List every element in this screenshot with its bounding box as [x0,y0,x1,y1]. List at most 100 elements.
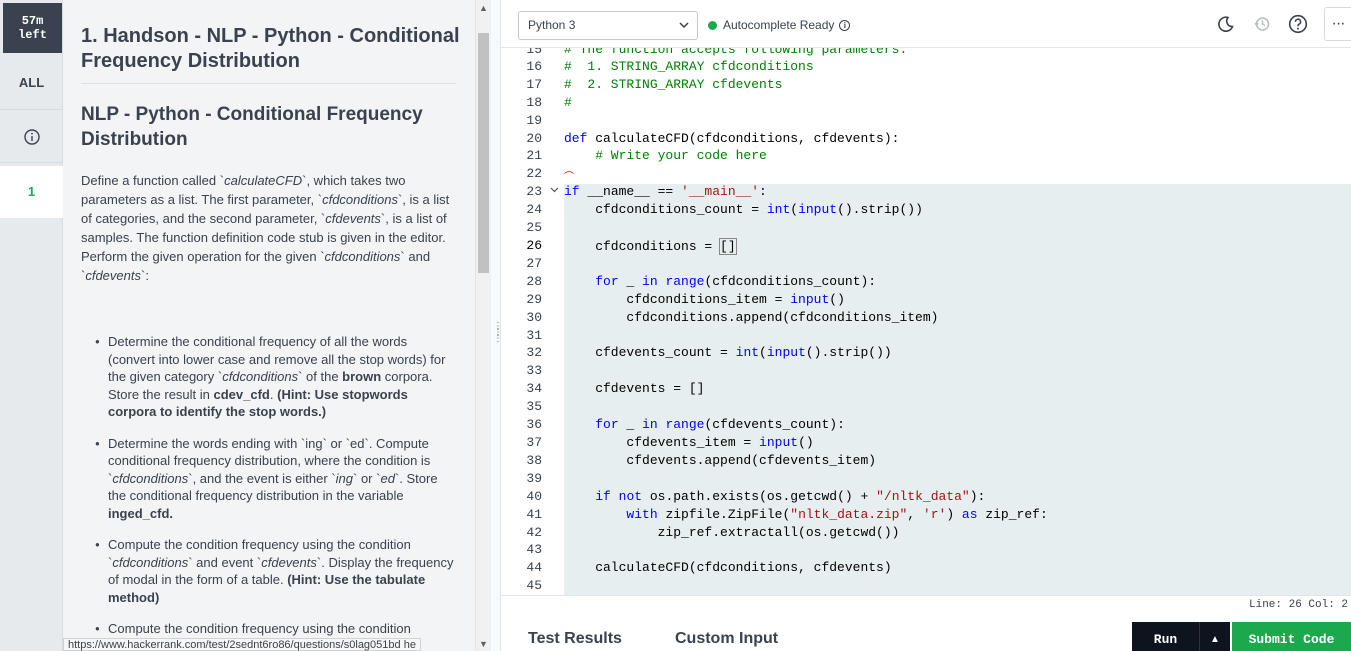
code-text: : [759,184,767,199]
code-string: '__main__' [681,184,760,199]
line-number: 22 [526,166,542,181]
line-number-gutter: 15 16 17 18 19 20 21 22 23 24 25 26 27 2… [501,48,564,595]
line-number: 34 [526,381,542,396]
code-text: cfdevents = [] [564,381,705,396]
code-text: ().strip()) [837,202,923,217]
code-line: def calculateCFD(cfdconditions, cfdevent… [564,131,899,146]
task-text: `. Store the conditional frequency distr… [108,470,438,504]
task-hint: (Hint: Use the tabulate method) [108,572,426,605]
code-editor[interactable]: 15 16 17 18 19 20 21 22 23 24 25 26 27 2… [501,48,1351,596]
code-text: calculateCFD(cfdconditions, cfdevents) [564,560,892,575]
fold-chevron-icon[interactable] [550,185,559,196]
code-line: calculateCFD(cfdconditions, cfdevents) [564,560,892,575]
code-text: cfdconditions_item = [564,292,791,307]
grip-icon[interactable]: ⋮⋮⋮⋮⋮⋮ [493,322,512,344]
editor-pane: Python 3 Autocomplete Ready i ··· 15 16 … [501,0,1351,651]
submit-code-button[interactable]: Submit Code [1232,622,1351,651]
more-options-icon[interactable]: ··· [1324,7,1351,41]
line-number: 20 [526,131,542,146]
task-text: Determine the words ending with `ing` or… [108,435,431,486]
desc-param: cfdevents [85,268,141,283]
code-builtin: input [790,292,830,307]
code-line: with zipfile.ZipFile("nltk_data.zip", 'r… [564,507,1047,522]
code-line: # [564,95,572,110]
desc-text: `, is a list of samples. The function de… [81,211,447,264]
code-line: for _ in range(cfdevents_count): [564,417,845,432]
code-keyword: for [595,417,619,432]
question-1-button[interactable]: 1 [0,166,63,218]
scroll-up-icon[interactable]: ▲ [479,3,488,13]
code-string: "/nltk_data" [876,489,970,504]
code-text: , [907,507,923,522]
code-keyword: def [564,131,588,146]
code-text: cfdconditions.append(cfdconditions_item) [564,310,939,325]
code-builtin: range [665,274,705,289]
tab-test-results[interactable]: Test Results [528,630,622,647]
autocomplete-status[interactable]: Autocomplete Ready i [708,17,851,33]
code-text: cfdevents_item = [564,435,760,450]
code-keyword: for [595,274,619,289]
timer-unit: left [18,28,47,42]
desc-text: ` and ` [81,249,431,283]
code-line: cfdconditions = [] [564,238,737,255]
code-keyword: in [642,417,658,432]
desc-text: `, is a list of categories, and the seco… [81,192,450,226]
task-text: `. Display the frequency of modal in the… [108,554,454,588]
code-comment: # [564,95,572,110]
cursor-position: Line: 26 Col: 2 [1249,599,1349,611]
task-param: ed [380,470,395,486]
line-number: 16 [526,59,542,74]
code-line: # 2. STRING_ARRAY cfdevents [564,77,782,92]
task-param: cfdconditions [112,470,189,486]
all-questions-button[interactable]: ALL [0,55,63,110]
autocomplete-label: Autocomplete Ready [723,18,835,32]
history-icon[interactable] [1252,14,1272,34]
line-number: 39 [526,471,542,486]
code-string: "nltk_data.zip" [790,507,908,522]
code-keyword: with [626,507,658,522]
moon-icon[interactable] [1216,14,1236,34]
code-text: cfdevents_count = [564,345,736,360]
desc-param: cfdconditions [322,192,398,207]
code-text: cfdevents.append(cfdevents_item) [564,453,877,468]
question-description: Define a function called `calculateCFD`,… [81,171,451,285]
line-number: 23 [526,184,542,199]
task-bold: brown [342,369,382,384]
info-icon[interactable]: i [839,19,851,31]
desc-param: cfdevents [325,211,381,226]
task-text: ` or ` [353,470,381,486]
code-keyword: not [618,489,643,504]
scroll-down-icon[interactable]: ▼ [479,639,488,649]
code-line: cfdconditions_item = input() [564,292,845,307]
question-title: 1. Handson - NLP - Python - Conditional … [81,25,460,72]
line-number: 26 [526,238,542,253]
run-button[interactable]: Run [1132,622,1199,651]
text-cursor [735,238,737,252]
tab-custom-input[interactable]: Custom Input [675,630,779,647]
desc-text: `: [141,268,149,283]
caret-up-icon[interactable]: ▲ [1199,622,1230,651]
help-icon[interactable] [1288,14,1308,34]
line-number: 35 [526,399,542,414]
line-number: 37 [526,435,542,450]
timer-value: 57m [21,14,44,28]
task-text: . [269,386,278,402]
language-select[interactable]: Python 3 [518,11,698,40]
desc-function-name: calculateCFD [224,173,303,188]
line-number: 45 [526,578,542,593]
code-line: zip_ref.extractall(os.getcwd()) [564,525,900,540]
code-text: ().strip()) [805,345,892,360]
pane-resize-handle[interactable]: ⋮⋮⋮⋮⋮⋮ [491,0,512,651]
scrollbar-thumb[interactable] [478,33,489,273]
task-param: cfdconditions [112,554,189,570]
problem-scrollbar[interactable]: ▲ ▼ [475,0,491,651]
code-text [564,274,595,289]
code-text: () [829,292,845,307]
task-param: ing [335,470,354,486]
info-icon [23,128,40,145]
line-number: 31 [526,328,542,343]
line-number: 30 [526,310,542,325]
code-comment: # 2. STRING_ARRAY cfdevents [564,77,783,92]
info-button[interactable] [0,111,63,163]
task-text: ` of the [298,369,343,384]
